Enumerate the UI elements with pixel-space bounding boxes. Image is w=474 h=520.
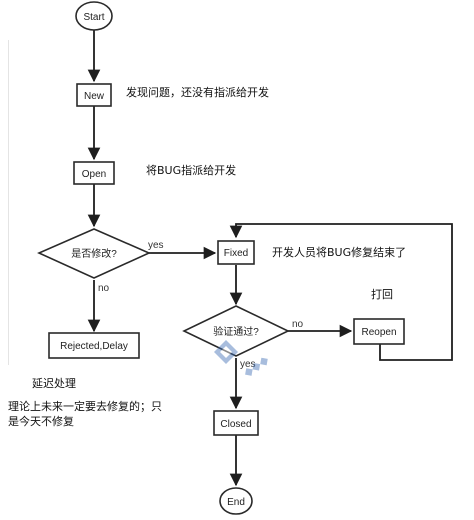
node-rejected-delay: Rejected,Delay <box>48 332 140 359</box>
node-fixed: Fixed <box>217 240 255 265</box>
start-terminal-shape <box>75 1 113 31</box>
node-decision-verify: 验证通过? <box>182 305 290 357</box>
note-reopen: 打回 <box>371 288 393 301</box>
node-start: Start <box>75 1 113 31</box>
node-reopen: Reopen <box>353 318 405 345</box>
modify-label: 是否修改? <box>71 247 117 260</box>
edge-label-verify-no: no <box>292 319 304 330</box>
edge-label-modify-yes: yes <box>148 240 164 251</box>
reopen-box <box>353 318 405 345</box>
note-new: 发现问题，还没有指派给开发 <box>126 86 269 99</box>
note-fixed: 开发人员将BUG修复结束了 <box>272 246 407 259</box>
note-rejected-line2: 是今天不修复 <box>8 415 74 428</box>
closed-box <box>213 410 259 436</box>
open-box <box>73 161 115 185</box>
reopen-label: Reopen <box>361 327 396 338</box>
watermark-logo: ◆◆◆ <box>214 340 272 380</box>
connector-lines <box>87 30 453 487</box>
node-decision-modify: 是否修改? <box>37 228 151 279</box>
edge-label-verify-yes: yes <box>240 359 256 370</box>
edge-label-modify-no: no <box>98 283 110 294</box>
rejected-delay-box <box>48 332 140 359</box>
end-terminal-shape <box>219 487 253 515</box>
node-open: Open <box>73 161 115 185</box>
note-rejected-line1: 理论上未来一定要去修复的；只 <box>8 400 162 413</box>
new-box <box>76 83 112 107</box>
note-open: 将BUG指派给开发 <box>146 164 237 177</box>
watermark-diamond-icon <box>214 340 238 364</box>
verify-label: 验证通过? <box>213 325 259 338</box>
closed-label: Closed <box>220 419 251 430</box>
rejected-delay-label: Rejected,Delay <box>60 341 128 352</box>
fixed-box <box>217 240 255 265</box>
modify-diamond <box>37 228 151 279</box>
node-end: End <box>219 487 253 515</box>
edge-reopen-loop <box>229 223 453 361</box>
open-label: Open <box>82 169 106 180</box>
node-closed: Closed <box>213 410 259 436</box>
note-delay: 延迟处理 <box>32 377 76 390</box>
fixed-label: Fixed <box>224 248 248 259</box>
verify-diamond <box>182 305 290 357</box>
left-margin-divider <box>8 40 9 365</box>
end-label: End <box>227 497 245 508</box>
start-label: Start <box>83 12 104 23</box>
new-label: New <box>84 91 105 102</box>
node-new: New <box>76 83 112 107</box>
svg-text:◆◆◆: ◆◆◆ <box>241 352 272 380</box>
